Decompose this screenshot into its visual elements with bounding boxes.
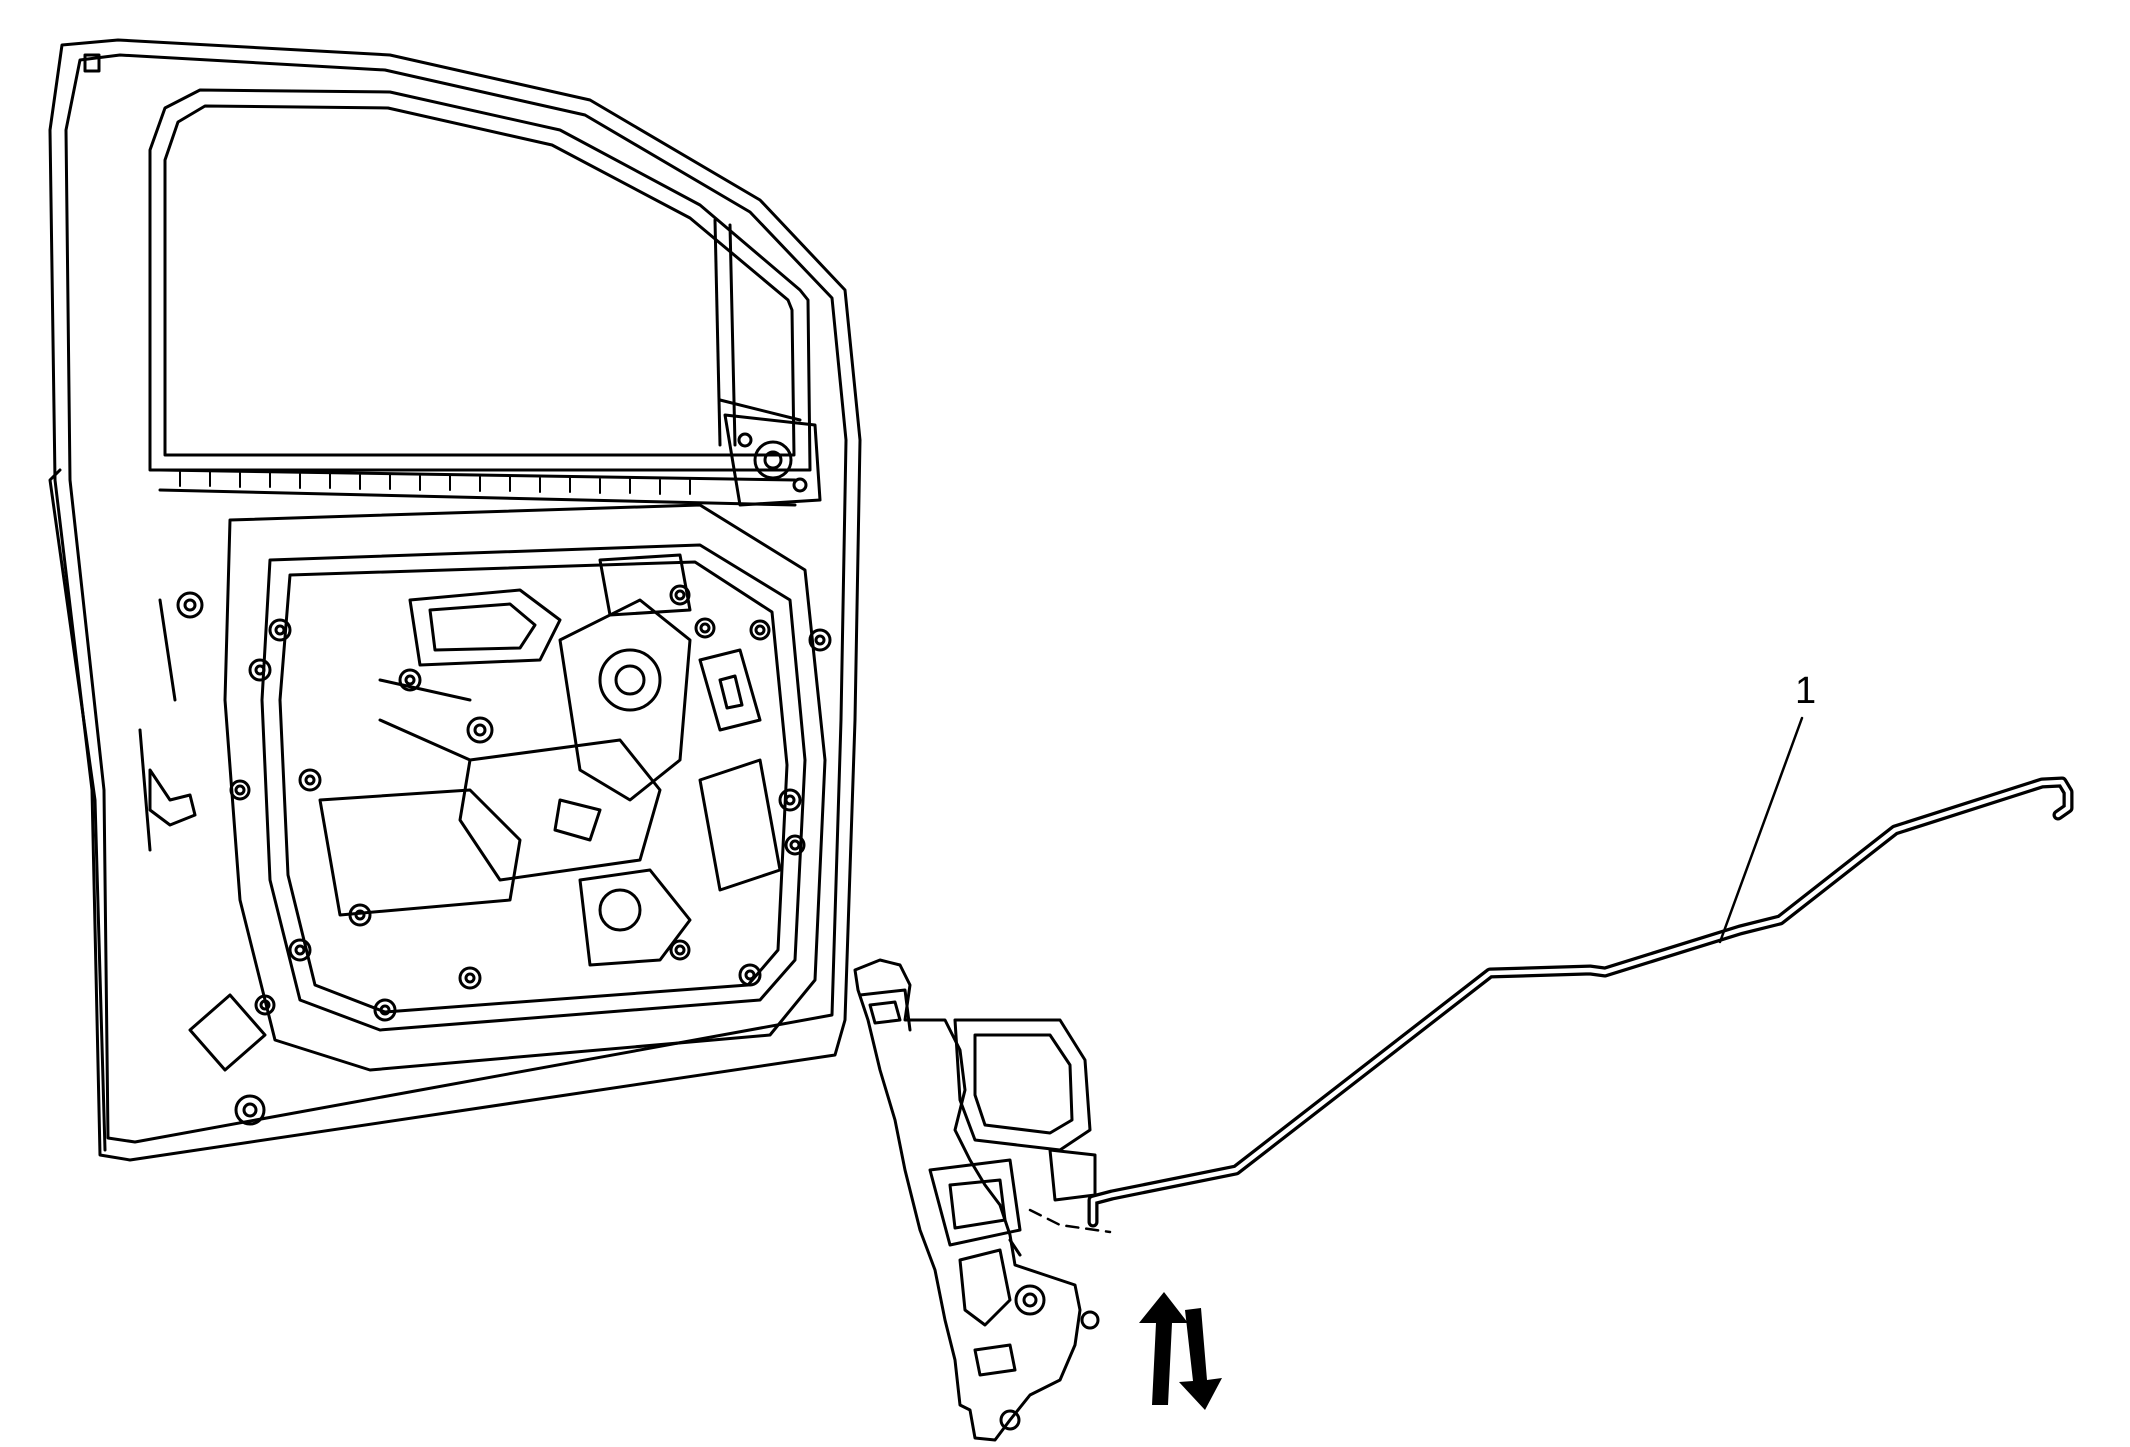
window-channel-clips bbox=[179, 471, 691, 495]
access-plug bbox=[188, 993, 267, 1072]
door-latch-assembly bbox=[853, 958, 1100, 1442]
callout-leader-line bbox=[1718, 716, 1804, 944]
mounting-bolts bbox=[176, 584, 832, 1126]
rod-engagement-dashed bbox=[1028, 1208, 1112, 1234]
window-regulator bbox=[318, 553, 782, 967]
up-down-arrows-icon bbox=[1139, 1292, 1222, 1410]
door-outer-shell bbox=[48, 38, 862, 1162]
latch-rod bbox=[1087, 776, 2074, 1228]
hinge-bracket bbox=[138, 598, 197, 852]
window-frame bbox=[148, 88, 812, 507]
callout-label-1: 1 bbox=[1795, 670, 1817, 712]
mirror-mount bbox=[723, 413, 822, 507]
